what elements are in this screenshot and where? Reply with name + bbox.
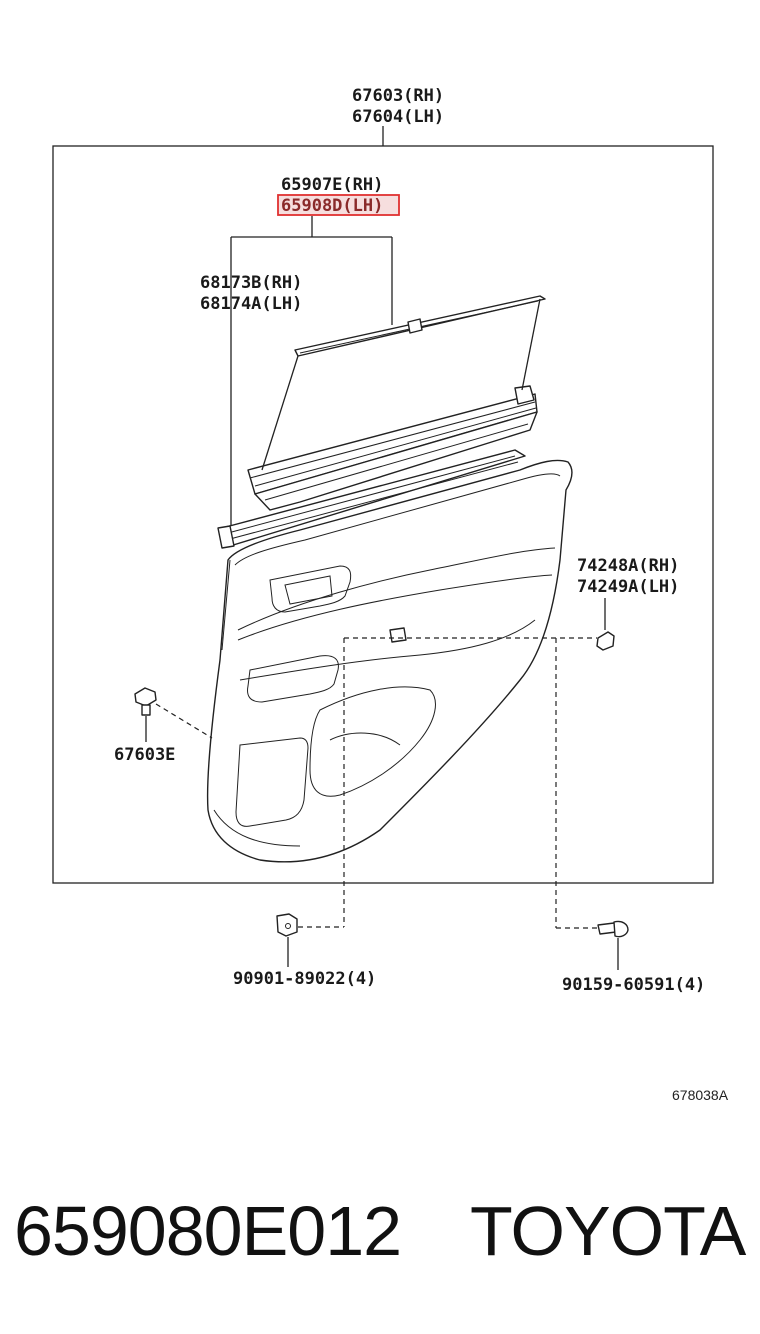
label-panel-lh: 67604(LH): [352, 107, 444, 127]
screw-part: [597, 920, 629, 938]
door-seal-strip: [247, 295, 546, 511]
label-screw: 90159-60591(4): [562, 975, 705, 995]
label-clip-nut: 90901-89022(4): [233, 969, 376, 989]
label-weatherstrip-rh: 65907E(RH): [281, 175, 383, 195]
clip-part: [134, 687, 157, 716]
label-seal-rh: 68173B(RH): [200, 273, 302, 293]
cover-part: [596, 631, 615, 651]
label-panel-rh: 67603(RH): [352, 86, 444, 106]
label-weatherstrip-lh: 65908D(LH): [281, 196, 383, 216]
door-weatherstrip: [217, 449, 526, 549]
clip-nut-part: [276, 913, 298, 937]
part-number: 659080E012: [14, 1192, 402, 1270]
label-clip: 67603E: [114, 745, 175, 765]
brand-name: TOYOTA: [470, 1192, 746, 1270]
parts-diagram: 67603(RH) 67604(LH) 65907E(RH) 65908D(LH…: [52, 86, 729, 1103]
diagram-code: 678038A: [672, 1087, 729, 1103]
label-seal-lh: 68174A(LH): [200, 294, 302, 314]
label-cover-rh: 74248A(RH): [577, 556, 679, 576]
door-trim-panel: [206, 459, 573, 863]
assembly-frame: [52, 145, 714, 884]
label-cover-lh: 74249A(LH): [577, 577, 679, 597]
weatherstrip-lh-highlight: [277, 194, 400, 216]
